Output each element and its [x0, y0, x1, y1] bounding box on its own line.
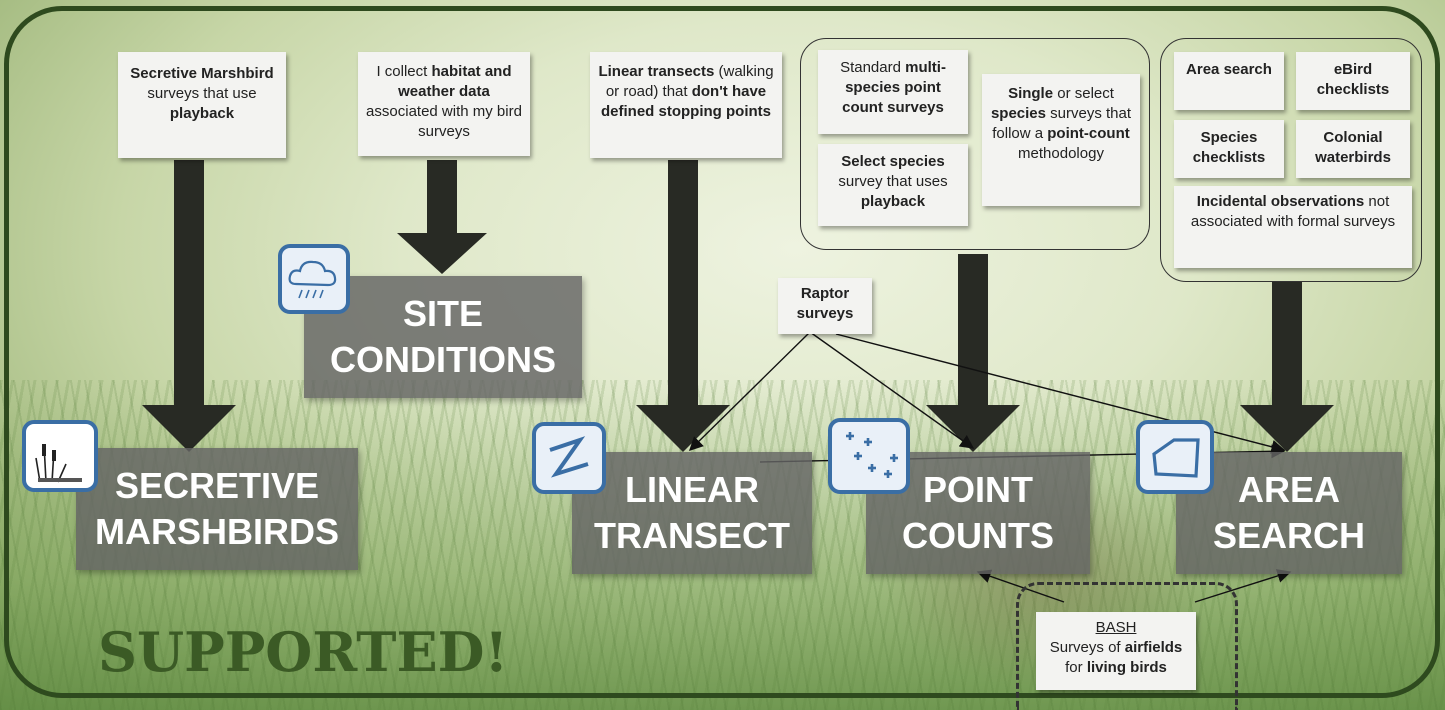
- raptor-to-linear: [689, 331, 811, 451]
- arrow-linear: [636, 160, 730, 452]
- note-multispecies: Standard multi-species point count surve…: [818, 50, 968, 134]
- note-single-select: Single or select species surveys that fo…: [982, 74, 1140, 206]
- rounded-frame: [4, 6, 1440, 698]
- zigzag-line-icon: [532, 422, 606, 494]
- area-search-group: [1160, 38, 1422, 282]
- note-ebird: eBird checklists: [1296, 52, 1410, 110]
- note-marshbird: Secretive Marshbird surveys that use pla…: [118, 52, 286, 158]
- point-count-group: [800, 38, 1150, 250]
- arrow-site: [397, 160, 487, 274]
- raptor-to-point: [809, 331, 975, 449]
- polygon-area-icon: [1136, 420, 1214, 494]
- arrow-marsh: [142, 160, 236, 452]
- supported-title: SUPPORTED!: [98, 620, 509, 684]
- note-select-playback: Select species survey that uses playback: [818, 144, 968, 226]
- cattail-icon: [22, 420, 98, 492]
- note-incidental: Incidental observations not associated w…: [1174, 186, 1412, 268]
- arrow-point: [926, 254, 1020, 452]
- note-transect: Linear transects (walking or road) that …: [590, 52, 782, 158]
- cloud-rain-icon: [278, 244, 350, 314]
- bash-to-area: [1194, 569, 1292, 603]
- note-habitat: I collect habitat and weather data assoc…: [358, 52, 530, 156]
- note-species-checklists: Species checklists: [1174, 120, 1284, 178]
- bash-to-point: [976, 569, 1065, 603]
- note-raptor: Raptor surveys: [778, 278, 872, 334]
- crosses-points-icon: [828, 418, 910, 494]
- note-colonial: Colonial waterbirds: [1296, 120, 1410, 178]
- note-area-search: Area search: [1174, 52, 1284, 110]
- bash-group-outline: [1016, 582, 1238, 710]
- arrow-area: [1240, 282, 1334, 452]
